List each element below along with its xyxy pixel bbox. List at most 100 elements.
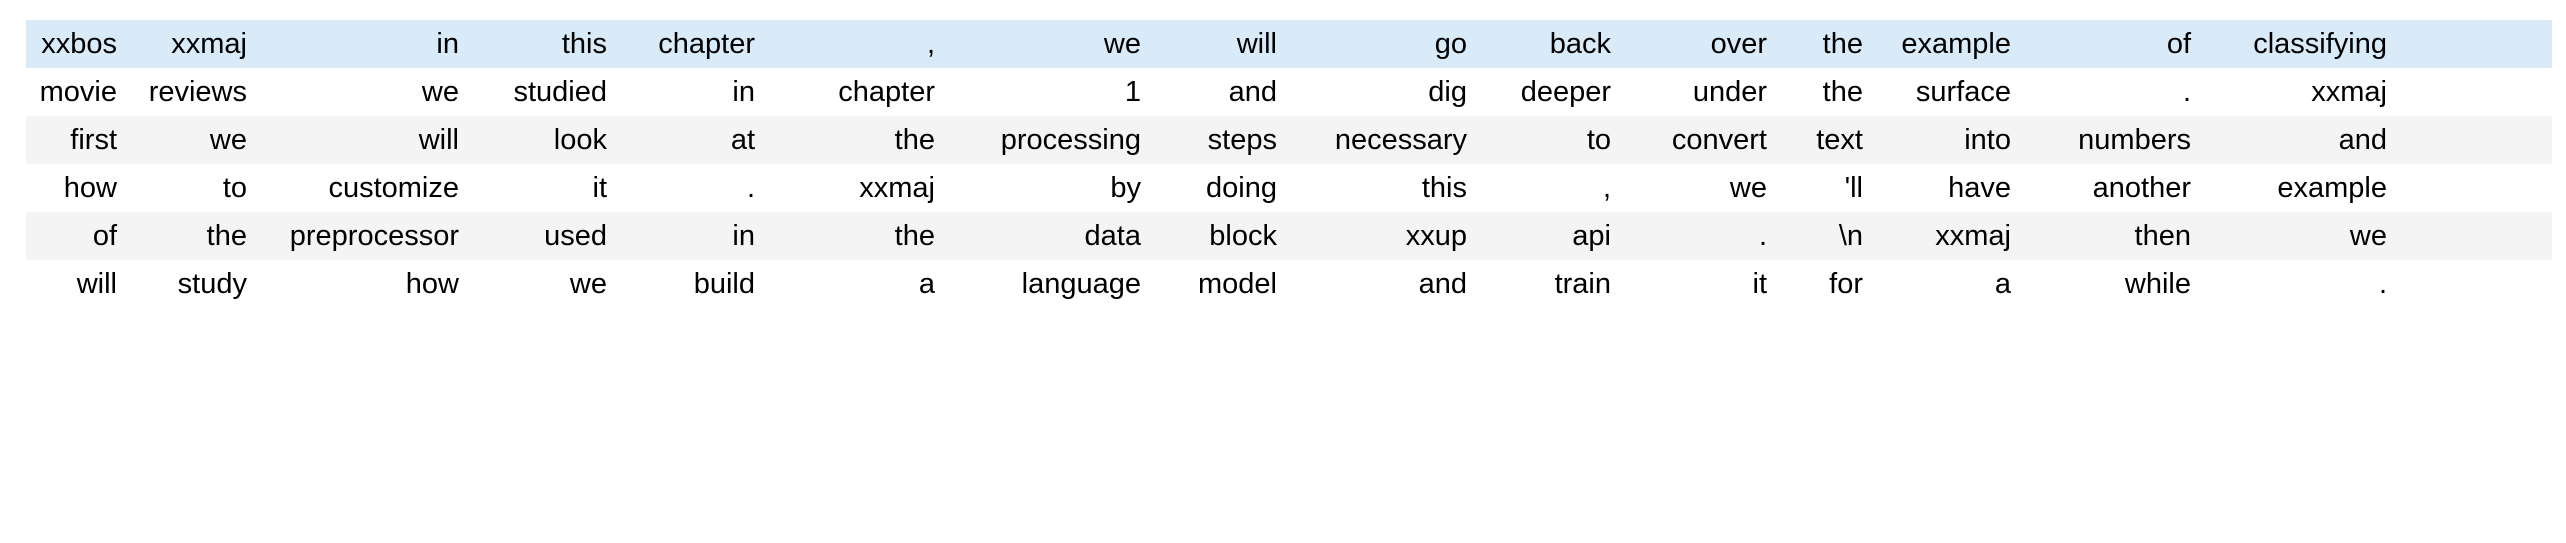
token-cell: deeper — [1520, 76, 1611, 108]
token-cell: how — [63, 172, 117, 204]
token-cell: in — [436, 28, 459, 60]
token-table: xxbos xxmaj in this chapter, we will go back over… — [26, 20, 2552, 308]
token-cell: and — [2338, 124, 2387, 156]
token-cell: . — [2378, 268, 2387, 300]
token-cell: this — [1421, 172, 1467, 204]
token-cell: . — [2182, 76, 2191, 108]
token-cell: at — [730, 124, 755, 156]
token-cell: 1 — [1124, 76, 1141, 108]
token-cell: reviews — [148, 76, 247, 108]
token-cell: look — [553, 124, 607, 156]
token-cell: steps — [1207, 124, 1277, 156]
token-cell: first — [70, 124, 117, 156]
token-cell: data — [1084, 220, 1141, 252]
token-cell: the — [1822, 28, 1863, 60]
token-cell: go — [1434, 28, 1467, 60]
token-cell: block — [1209, 220, 1277, 252]
token-cell — [2398, 116, 2552, 164]
token-cell: convert — [1671, 124, 1767, 156]
token-cell: dig — [1428, 76, 1467, 108]
token-cell: , — [926, 28, 935, 60]
token-cell — [2398, 260, 2552, 308]
token-table-body: xxbos xxmaj in this chapter, we will go back over… — [26, 20, 2552, 308]
token-cell: to — [1586, 124, 1611, 156]
token-cell: surface — [1915, 76, 2011, 108]
token-cell: processing — [1000, 124, 1141, 156]
token-cell: and — [1228, 76, 1277, 108]
token-cell: under — [1692, 76, 1767, 108]
token-cell: into — [1964, 124, 2011, 156]
token-cell: xxmaj — [1935, 220, 2011, 252]
token-cell: xxup — [1405, 220, 1467, 252]
token-cell: it — [1752, 268, 1768, 300]
token-cell: we — [421, 76, 459, 108]
token-cell: we — [569, 268, 607, 300]
token-cell: language — [1021, 268, 1141, 300]
token-cell — [2398, 164, 2552, 212]
token-cell: to — [222, 172, 247, 204]
token-cell: by — [1110, 172, 1141, 204]
token-cell: example — [1901, 28, 2011, 60]
token-cell: necessary — [1334, 124, 1467, 156]
token-cell: chapter — [838, 76, 935, 108]
token-cell: the — [206, 220, 247, 252]
token-cell: in — [732, 76, 755, 108]
token-cell: doing — [1206, 172, 1277, 204]
token-cell: a — [918, 268, 935, 300]
token-cell: preprocessor — [289, 220, 459, 252]
token-cell: it — [592, 172, 608, 204]
token-cell: how — [405, 268, 459, 300]
token-cell: model — [1198, 268, 1277, 300]
token-cell: over — [1710, 28, 1767, 60]
token-cell — [2398, 68, 2552, 116]
token-cell: in — [732, 220, 755, 252]
token-cell: this — [561, 28, 607, 60]
token-cell: the — [1822, 76, 1863, 108]
token-cell: . — [746, 172, 755, 204]
token-cell — [2398, 20, 2552, 68]
token-cell: have — [1948, 172, 2011, 204]
token-cell: the — [894, 220, 935, 252]
token-cell: movie — [39, 76, 117, 108]
token-cell: xxmaj — [2311, 76, 2387, 108]
token-cell: used — [544, 220, 607, 252]
token-cell: xxmaj — [859, 172, 935, 204]
token-cell: chapter — [658, 28, 755, 60]
token-cell: then — [2134, 220, 2191, 252]
token-cell: of — [92, 220, 117, 252]
token-cell: build — [693, 268, 755, 300]
token-cell: while — [2124, 268, 2191, 300]
token-cell: studied — [513, 76, 607, 108]
token-cell: will — [76, 268, 117, 300]
token-cell: text — [1816, 124, 1863, 156]
table-row: of the preprocessor used in the data block xxup a… — [26, 212, 2552, 260]
token-cell: another — [2092, 172, 2191, 204]
token-cell: will — [418, 124, 459, 156]
token-cell: for — [1829, 268, 1863, 300]
token-cell: 'll — [1844, 172, 1863, 204]
token-cell: the — [894, 124, 935, 156]
token-cell: example — [2277, 172, 2387, 204]
token-cell: and — [1418, 268, 1467, 300]
token-cell: we — [1729, 172, 1767, 204]
token-cell: we — [2349, 220, 2387, 252]
token-cell: . — [1758, 220, 1767, 252]
token-cell: xxmaj — [171, 28, 247, 60]
token-cell: classifying — [2253, 28, 2387, 60]
table-row: movie reviews we studied in chapter 1 and dig dee… — [26, 68, 2552, 116]
token-cell: numbers — [2078, 124, 2191, 156]
token-cell: \n — [1838, 220, 1863, 252]
token-cell: a — [1994, 268, 2011, 300]
token-cell: we — [1103, 28, 1141, 60]
token-cell: customize — [328, 172, 459, 204]
token-cell: back — [1549, 28, 1611, 60]
token-cell — [2398, 212, 2552, 260]
token-cell: will — [1236, 28, 1277, 60]
token-cell: api — [1572, 220, 1611, 252]
table-row: xxbos xxmaj in this chapter, we will go back over… — [26, 20, 2552, 68]
token-cell: xxbos — [41, 28, 117, 60]
